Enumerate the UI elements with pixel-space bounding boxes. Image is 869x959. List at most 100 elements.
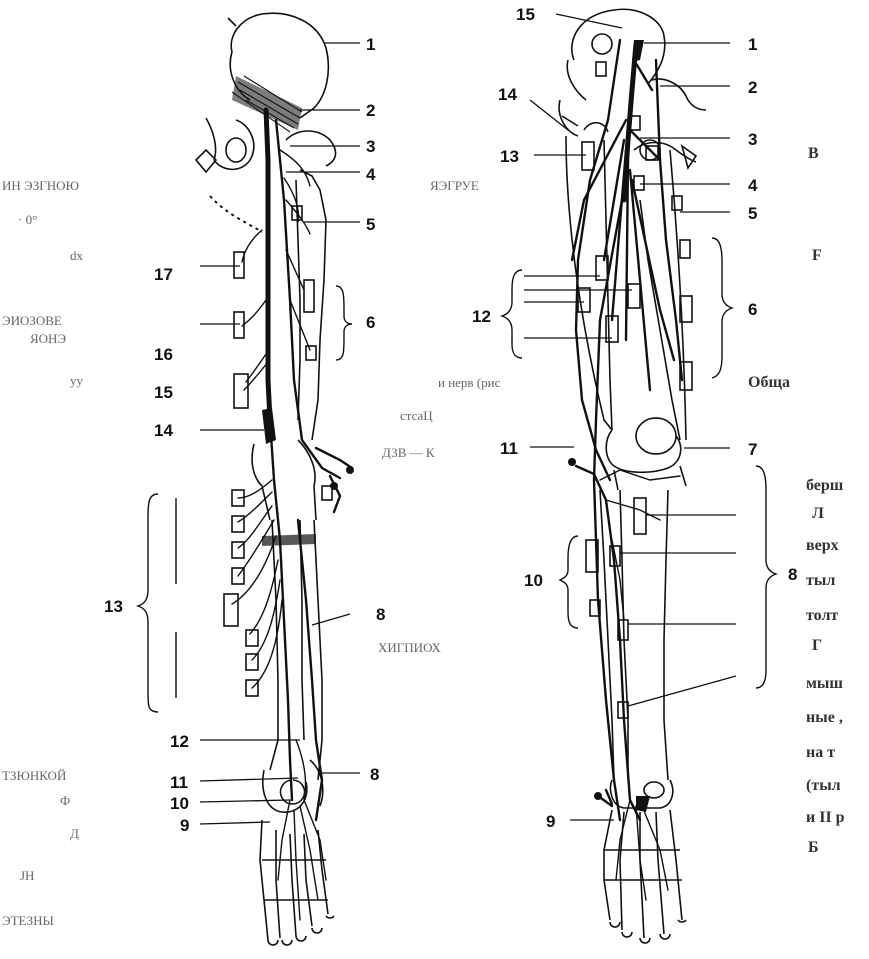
right-femoral-branches bbox=[570, 58, 676, 392]
label-L3: 3 bbox=[366, 137, 375, 156]
label-R2: 2 bbox=[748, 78, 757, 97]
right-marker bbox=[589, 599, 601, 617]
right-peroneal-nerve bbox=[574, 464, 642, 822]
bleed-text-right-7: толт bbox=[806, 607, 838, 624]
left-tibial-nerve bbox=[268, 418, 294, 802]
leader-L8a bbox=[311, 613, 351, 626]
right-brace-12 bbox=[499, 269, 523, 359]
label-R11: 11 bbox=[500, 439, 518, 458]
right-brace-8 bbox=[755, 465, 779, 689]
right-marker bbox=[617, 619, 629, 641]
left-piriformis-fill bbox=[232, 76, 302, 130]
left-labels: 1 2 3 4 5 6 8 8 9 10 11 12 13 14 15 16 1… bbox=[104, 35, 385, 835]
left-cutaneous-branches bbox=[241, 229, 311, 391]
label-R14: 14 bbox=[498, 85, 517, 104]
leader-R8d bbox=[627, 675, 737, 707]
label-R8: 8 bbox=[788, 565, 797, 584]
bleed-text-right-2: F bbox=[812, 247, 822, 264]
label-L4: 4 bbox=[366, 165, 376, 184]
label-L16: 16 bbox=[154, 345, 173, 364]
bleed-text-mid-6: ХИГПИОХ bbox=[378, 640, 441, 655]
left-femur bbox=[285, 130, 337, 441]
left-peroneal-branch bbox=[314, 446, 354, 514]
label-L17: 17 bbox=[154, 265, 173, 284]
label-R9: 9 bbox=[546, 812, 555, 831]
label-R10: 10 bbox=[524, 571, 543, 590]
right-marker bbox=[617, 701, 629, 719]
label-L1: 1 bbox=[366, 35, 375, 54]
right-femoral-nerve bbox=[621, 41, 639, 203]
left-marker bbox=[245, 653, 259, 671]
bleed-text-left-7: ТЗЮНКОЙ bbox=[2, 768, 66, 783]
right-marker bbox=[633, 175, 645, 191]
label-R7: 7 bbox=[748, 440, 757, 459]
label-R13: 13 bbox=[500, 147, 519, 166]
label-L6: 6 bbox=[366, 313, 375, 332]
left-marker bbox=[245, 629, 259, 647]
left-leg-band bbox=[262, 534, 316, 546]
bleed-text-left-9: Д bbox=[70, 826, 79, 841]
bleed-text-mid-4: стсаЦ bbox=[400, 408, 433, 423]
right-marker bbox=[595, 255, 609, 281]
bleed-text-right-6: тыл bbox=[806, 572, 835, 589]
label-R4: 4 bbox=[748, 176, 758, 195]
left-marker bbox=[231, 515, 245, 533]
right-marker bbox=[595, 61, 607, 77]
left-marker bbox=[321, 485, 333, 501]
right-marker bbox=[585, 539, 599, 573]
label-L8b: 8 bbox=[370, 765, 379, 784]
left-fibula bbox=[313, 519, 323, 781]
bleed-text-right-3: берш bbox=[806, 477, 844, 494]
bleed-text-right-14: Б bbox=[808, 839, 819, 856]
label-L13: 13 bbox=[104, 597, 123, 616]
label-R6: 6 bbox=[748, 300, 757, 319]
left-ankle bbox=[262, 759, 324, 813]
right-marker bbox=[629, 115, 641, 131]
left-marker bbox=[231, 567, 245, 585]
bleed-text-left-4: ЭИОЗОВЕ bbox=[2, 313, 62, 328]
left-knee bbox=[251, 439, 317, 521]
label-L5: 5 bbox=[366, 215, 375, 234]
bleed-text-mid-1: ЯЭГРУЕ bbox=[430, 178, 479, 193]
right-marker bbox=[609, 545, 621, 567]
leader-L10 bbox=[199, 799, 291, 803]
left-pelvis-lower bbox=[194, 117, 255, 174]
right-brace-6 bbox=[711, 237, 735, 379]
right-ankle-branch bbox=[596, 788, 614, 808]
right-labels: 1 2 3 4 5 6 7 8 9 10 11 12 13 14 15 bbox=[472, 5, 797, 831]
left-brace-13 bbox=[135, 493, 159, 713]
label-R12: 12 bbox=[472, 307, 491, 326]
label-L10: 10 bbox=[170, 794, 189, 813]
right-cutaneous-nerve bbox=[574, 38, 622, 482]
right-ankle-knot bbox=[636, 796, 650, 812]
right-iliac-bone bbox=[566, 8, 666, 101]
left-brace-6 bbox=[335, 285, 353, 361]
left-sciatic-nerve bbox=[263, 107, 273, 423]
bleed-text-mid-3: и нерв (рис bbox=[438, 375, 501, 390]
left-marker bbox=[231, 489, 245, 507]
left-knee-knot bbox=[262, 408, 276, 444]
label-R15: 15 bbox=[516, 5, 535, 24]
label-L8a: 8 bbox=[376, 605, 385, 624]
right-nerve-endpoint-1 bbox=[568, 458, 576, 466]
bleed-through-text: ИН ЭЗГНОЮ · 0° dx ЭИОЗОВЕ ЯОНЭ yy ТЗЮНКО… bbox=[2, 145, 845, 928]
left-leg-branches bbox=[231, 479, 327, 921]
label-L12: 12 bbox=[170, 732, 189, 751]
label-L14: 14 bbox=[154, 421, 173, 440]
bleed-text-left-8: Ф bbox=[60, 793, 70, 808]
bleed-text-right-11: на т bbox=[806, 744, 835, 761]
bleed-text-left-6: yy bbox=[70, 373, 84, 388]
left-limb-figure bbox=[135, 12, 360, 946]
label-L2: 2 bbox=[366, 101, 375, 120]
right-knee bbox=[605, 417, 687, 491]
bleed-text-right-12: (тыл bbox=[806, 777, 841, 794]
bleed-text-mid-5: ДЗВ — К bbox=[382, 445, 435, 460]
label-L9: 9 bbox=[180, 816, 189, 835]
left-marker bbox=[305, 345, 317, 361]
left-marker bbox=[291, 205, 303, 221]
right-marker bbox=[633, 497, 647, 535]
label-R3: 3 bbox=[748, 130, 757, 149]
bleed-text-left-5: ЯОНЭ bbox=[30, 331, 66, 346]
left-tibia bbox=[269, 519, 305, 771]
bleed-text-right-13: и II р bbox=[806, 809, 845, 826]
